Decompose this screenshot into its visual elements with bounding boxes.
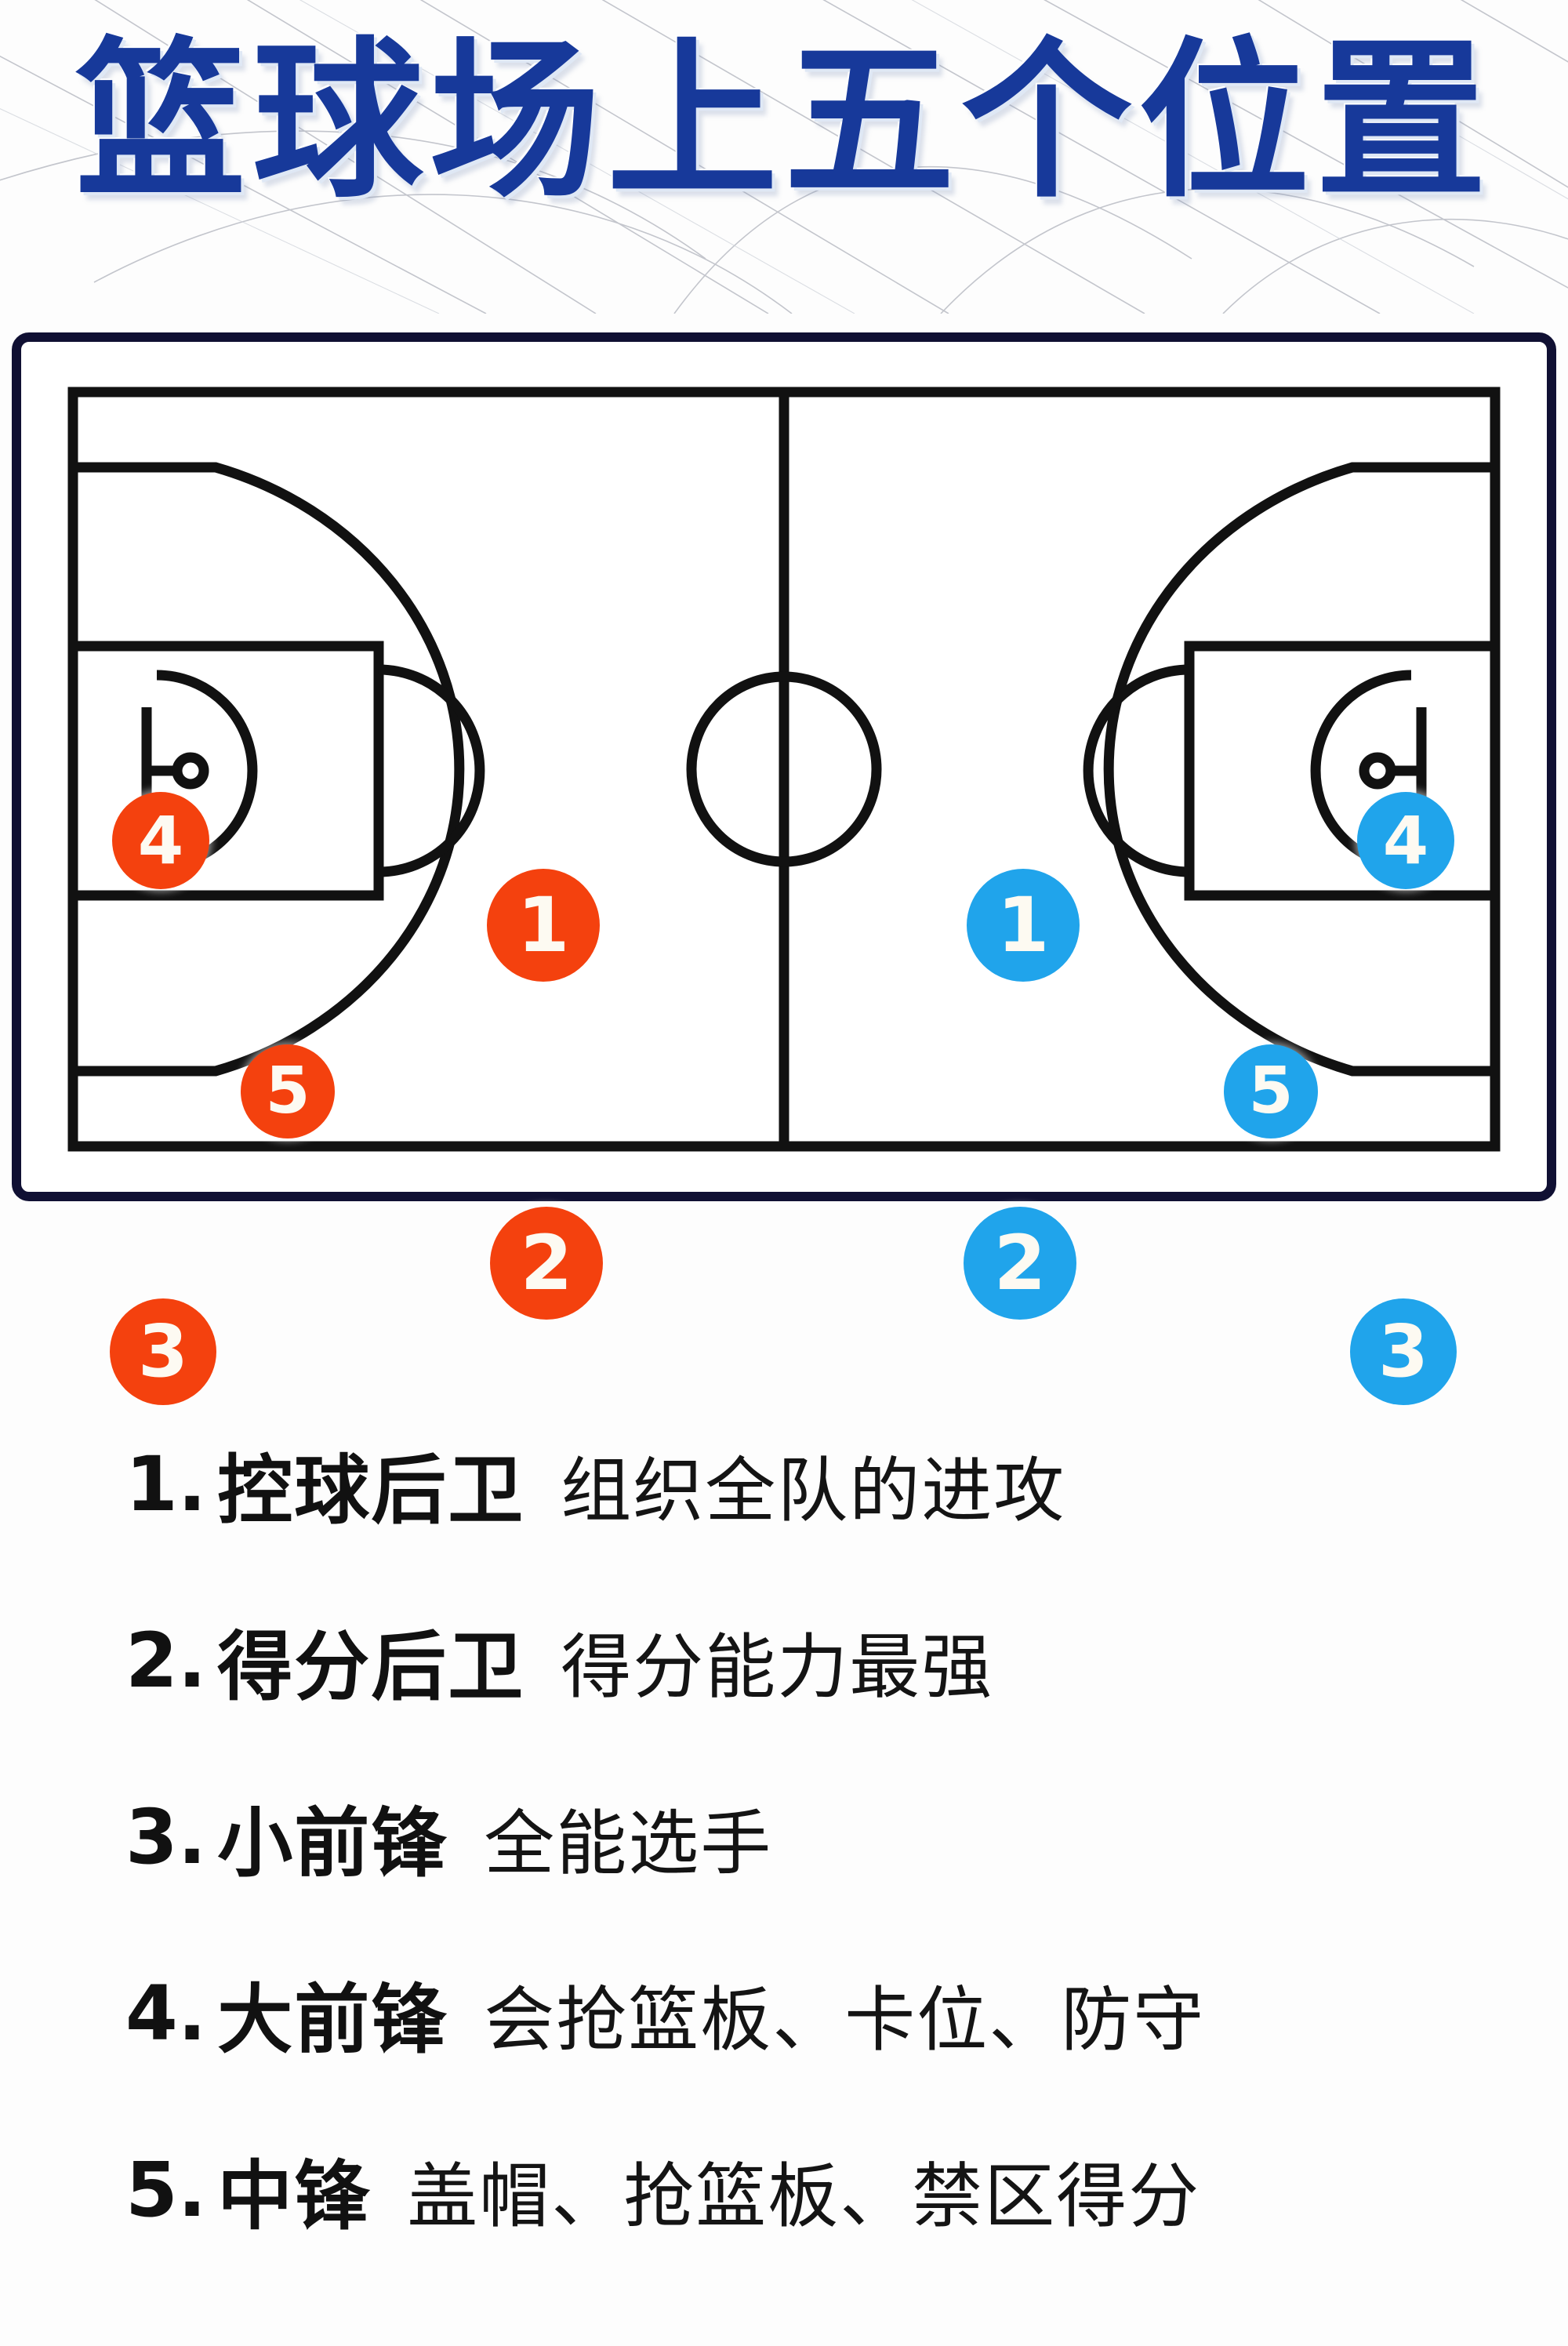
list-item-description: 得分能力最强 [561, 1625, 994, 1709]
position-list: 1. 控球后卫 组织全队的进攻 2. 得分后卫 得分能力最强 3. 小前锋 全能… [0, 1396, 1568, 2278]
list-item-role: 中锋 [217, 2152, 372, 2240]
list-item-role: 控球后卫 [217, 1447, 525, 1534]
list-item-number: 2. [125, 1616, 207, 1705]
marker-label: 1 [517, 881, 570, 969]
list-item-role: 得分后卫 [217, 1623, 525, 1711]
marker-label: 2 [993, 1219, 1047, 1307]
list-item-role: 小前锋 [217, 1799, 448, 1887]
list-item-description: 全能选手 [484, 1802, 773, 1885]
list-item: 1. 控球后卫 组织全队的进攻 [0, 1396, 1568, 1572]
list-item-number: 5. [125, 2145, 207, 2234]
list-item-number: 3. [125, 1792, 207, 1881]
list-item: 2. 得分后卫 得分能力最强 [0, 1572, 1568, 1749]
player-marker-red-5[interactable]: 5 [241, 1044, 335, 1138]
list-item: 4. 大前锋 会抢篮板、卡位、防守 [0, 1925, 1568, 2101]
header-banner: 篮球场上五个位置 [0, 0, 1568, 314]
header-background-pattern [0, 0, 1568, 314]
court-lines [67, 387, 1501, 1152]
list-item-description: 盖帽、抢篮板、禁区得分 [407, 2155, 1201, 2238]
marker-label: 5 [1248, 1054, 1294, 1128]
player-marker-blue-4[interactable]: 4 [1357, 792, 1454, 889]
marker-label: 3 [1377, 1309, 1428, 1393]
player-marker-red-4[interactable]: 4 [112, 792, 209, 889]
basketball-court-diagram: 4 1 5 2 3 1 4 5 2 3 [12, 332, 1556, 1405]
player-marker-red-2[interactable]: 2 [490, 1207, 603, 1320]
list-item-role: 大前锋 [217, 1976, 448, 2064]
list-item-description: 会抢篮板、卡位、防守 [484, 1978, 1206, 2061]
page-title: 篮球场上五个位置 [75, 23, 1493, 221]
marker-label: 3 [137, 1309, 188, 1393]
marker-label: 4 [1382, 802, 1429, 879]
player-marker-blue-5[interactable]: 5 [1224, 1044, 1318, 1138]
marker-label: 1 [996, 881, 1050, 969]
player-marker-blue-1[interactable]: 1 [967, 869, 1080, 982]
player-marker-red-3[interactable]: 3 [110, 1298, 216, 1405]
marker-label: 2 [520, 1219, 573, 1307]
list-item: 5. 中锋 盖帽、抢篮板、禁区得分 [0, 2101, 1568, 2278]
player-marker-blue-3[interactable]: 3 [1350, 1298, 1457, 1405]
list-item: 3. 小前锋 全能选手 [0, 1749, 1568, 1925]
list-item-number: 1. [125, 1440, 207, 1528]
marker-label: 4 [137, 802, 184, 879]
list-item-number: 4. [125, 1969, 207, 2057]
player-marker-blue-2[interactable]: 2 [964, 1207, 1076, 1320]
list-item-description: 组织全队的进攻 [561, 1449, 1066, 1532]
marker-label: 5 [265, 1054, 310, 1128]
player-marker-red-1[interactable]: 1 [487, 869, 600, 982]
